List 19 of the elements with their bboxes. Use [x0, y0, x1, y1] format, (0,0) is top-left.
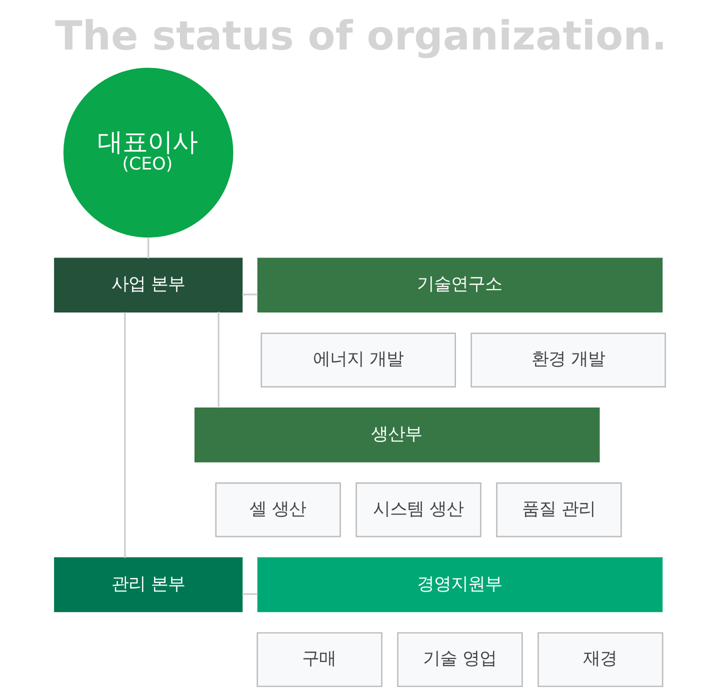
- connector: [242, 294, 258, 296]
- node-box: 구매: [256, 632, 382, 688]
- node-box: 사업 본부: [54, 258, 243, 313]
- node-box: 기술 영업: [397, 632, 523, 688]
- node-circle: 대표이사 (CEO): [63, 68, 234, 238]
- node-box: 에너지 개발: [260, 332, 456, 388]
- node-box: 재경: [538, 632, 664, 688]
- node-box: 셀 생산: [215, 482, 341, 538]
- node-box: 환경 개발: [470, 332, 666, 388]
- node-box: 관리 본부: [54, 557, 243, 612]
- connector: [218, 312, 220, 408]
- connector: [148, 237, 150, 258]
- node-box: 생산부: [194, 408, 600, 462]
- node-box: 품질 관리: [496, 482, 622, 538]
- connector: [242, 593, 258, 595]
- connector: [124, 312, 126, 558]
- node-box: 기술연구소: [257, 258, 663, 313]
- node-box: 시스템 생산: [356, 482, 482, 538]
- node-box: 경영지원부: [257, 557, 663, 612]
